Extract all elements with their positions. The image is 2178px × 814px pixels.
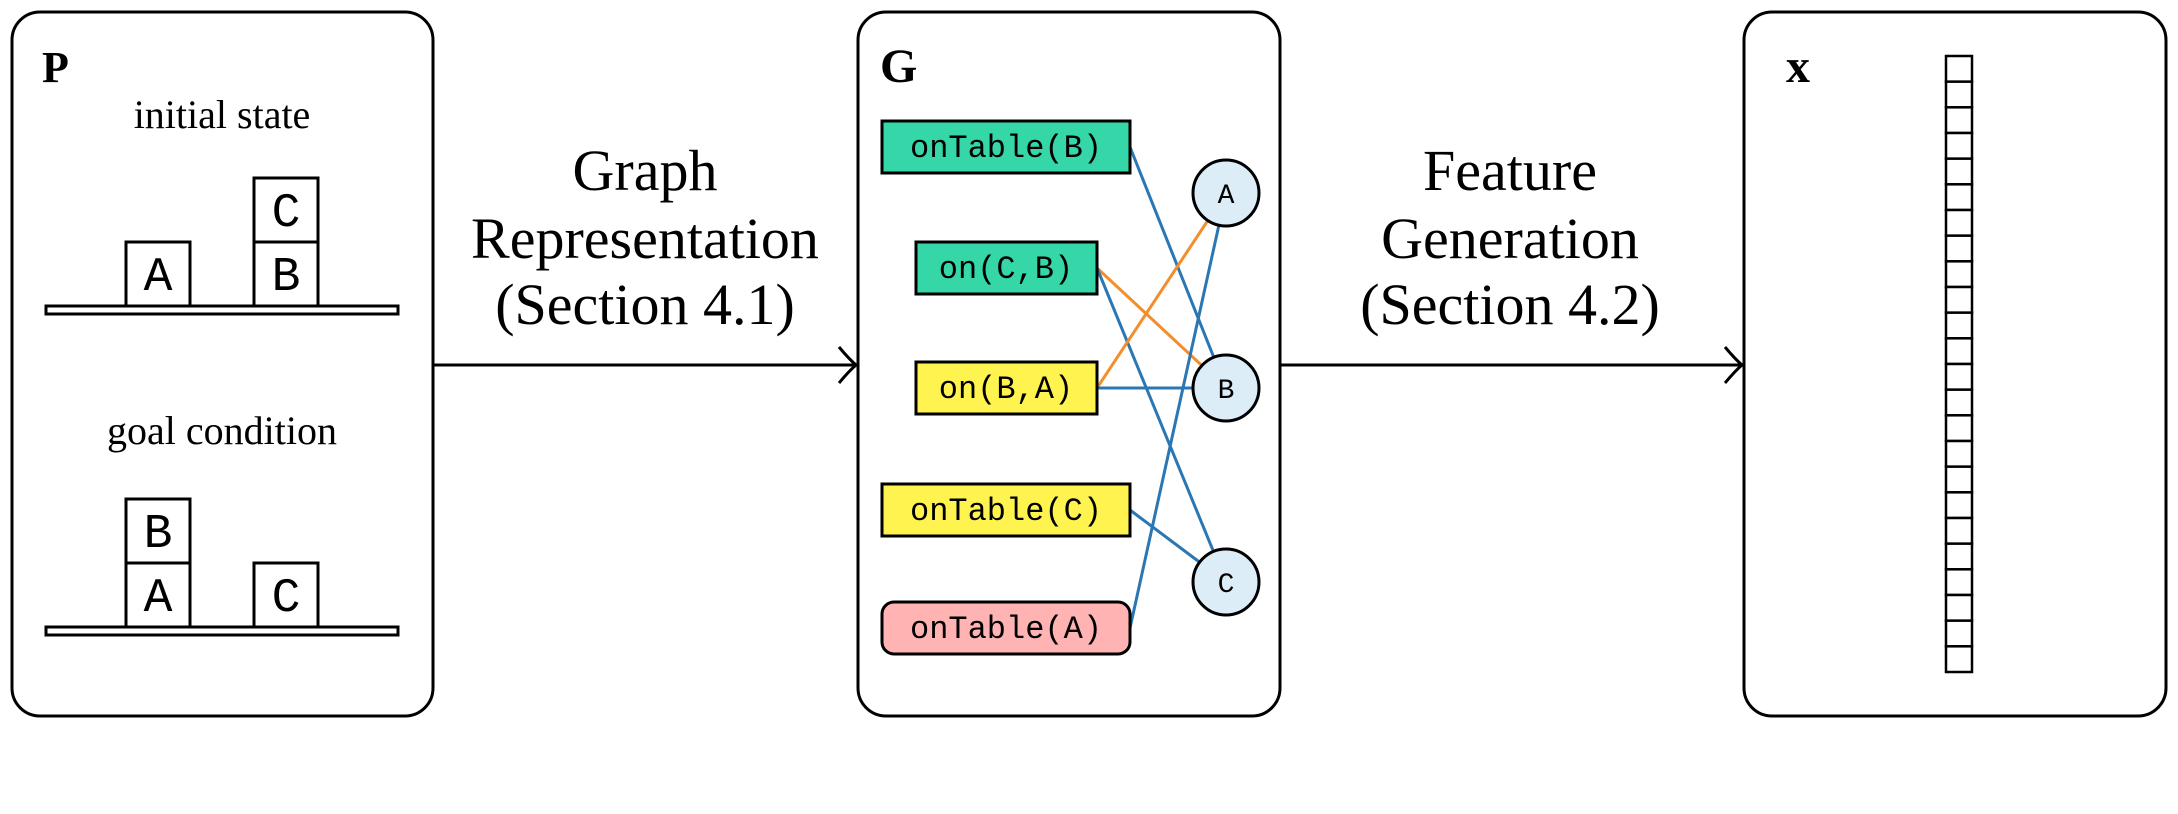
initial-state-scene: A B C — [44, 176, 400, 316]
predicate-node-ontable-c: onTable(C) — [880, 482, 1132, 538]
feature-cell — [1944, 593, 1974, 622]
goal-condition-scene: A B C — [44, 497, 400, 637]
problem-symbol: P — [42, 43, 69, 92]
block-c-goal: C — [252, 561, 320, 629]
feature-cell — [1944, 311, 1974, 340]
initial-state-label: initial state — [134, 92, 311, 137]
graph-panel: G onTable(B) on(C,B) on(B,A) onTable(C) — [856, 10, 1282, 718]
block-a-initial-label: A — [144, 251, 173, 305]
feature-cell — [1944, 208, 1974, 237]
predicate-label-ontable-b: onTable(B) — [910, 130, 1102, 167]
problem-panel: P initial state A B C goal condition — [10, 10, 435, 718]
edge-onba-a — [1095, 192, 1228, 389]
arrow1-label-line1: Graph — [573, 138, 718, 203]
feature-cell — [1944, 106, 1974, 135]
block-c-initial-label: C — [272, 187, 301, 241]
feature-cell — [1944, 54, 1974, 83]
object-node-a: A — [1191, 158, 1261, 228]
object-label-b: B — [1218, 376, 1235, 407]
block-c-initial: C — [252, 176, 320, 244]
feature-generation-arrow: Feature Generation (Section 4.2) — [1280, 138, 1743, 365]
feature-vector — [1944, 54, 1974, 674]
object-label-a: A — [1218, 181, 1235, 212]
feature-cell — [1944, 439, 1974, 468]
block-b-initial: B — [252, 240, 320, 308]
predicate-node-ontable-a: onTable(A) — [880, 600, 1132, 656]
graph-symbol: G — [880, 40, 917, 93]
feature-cell — [1944, 260, 1974, 289]
block-c-goal-label: C — [272, 572, 301, 626]
feature-cell — [1944, 414, 1974, 443]
object-node-b: B — [1191, 353, 1261, 423]
feature-cell — [1944, 234, 1974, 263]
arrow1-label-line2: Representation — [471, 206, 819, 271]
arrow2-label-line3: (Section 4.2) — [1360, 272, 1660, 337]
feature-cell — [1944, 568, 1974, 597]
object-label-c: C — [1218, 570, 1235, 601]
arrow2-label-line1: Feature — [1423, 138, 1597, 203]
feature-cell — [1944, 645, 1974, 674]
feature-cell — [1944, 491, 1974, 520]
predicate-node-on-b-a: on(B,A) — [914, 360, 1099, 416]
block-a-goal: A — [124, 561, 192, 629]
predicate-label-on-b-a: on(B,A) — [939, 371, 1073, 408]
predicate-node-on-c-b: on(C,B) — [914, 240, 1099, 296]
edge-oncb-c — [1095, 267, 1228, 583]
arrow1-label-line3: (Section 4.1) — [495, 272, 795, 337]
predicate-label-ontable-c: onTable(C) — [910, 493, 1102, 530]
object-node-c: C — [1191, 547, 1261, 617]
predicate-label-on-c-b: on(C,B) — [939, 251, 1073, 288]
block-a-initial: A — [124, 240, 192, 308]
goal-condition-label: goal condition — [107, 408, 337, 453]
block-a-goal-label: A — [144, 572, 173, 626]
block-b-goal-label: B — [144, 508, 173, 562]
predicate-label-ontable-a: onTable(A) — [910, 611, 1102, 648]
feature-cell — [1944, 157, 1974, 186]
arrow2-label-line2: Generation — [1381, 206, 1639, 271]
features-panel: x — [1742, 10, 2168, 718]
feature-cell — [1944, 516, 1974, 545]
feature-cell — [1944, 542, 1974, 571]
feature-cell — [1944, 80, 1974, 109]
feature-cell — [1944, 337, 1974, 366]
feature-cell — [1944, 388, 1974, 417]
feature-cell — [1944, 465, 1974, 494]
predicate-node-ontable-b: onTable(B) — [880, 119, 1132, 175]
edge-ontablea-a — [1128, 192, 1228, 629]
feature-cell — [1944, 131, 1974, 160]
feature-cell — [1944, 619, 1974, 648]
graph-representation-arrow: Graph Representation (Section 4.1) — [433, 138, 857, 365]
block-b-goal: B — [124, 497, 192, 565]
block-b-initial-label: B — [272, 251, 301, 305]
feature-cell — [1944, 285, 1974, 314]
features-symbol: x — [1786, 40, 1810, 93]
feature-cell — [1944, 362, 1974, 391]
feature-cell — [1944, 183, 1974, 212]
goal-table — [44, 625, 400, 637]
initial-table — [44, 304, 400, 316]
